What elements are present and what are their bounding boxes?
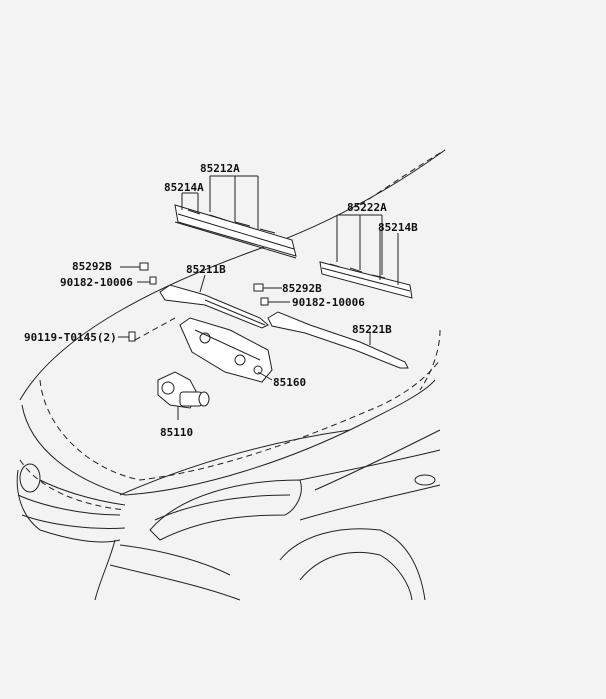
wiper-blade-85212a <box>174 204 297 259</box>
wiper-arm-85211b <box>159 284 269 329</box>
wiper-motor-85110 <box>157 371 210 409</box>
wiper-link-85160 <box>179 317 273 383</box>
label-85292b-right: 85292B <box>282 282 322 295</box>
label-85211b: 85211B <box>186 263 226 276</box>
label-85214b: 85214B <box>378 221 418 234</box>
leader-lines <box>118 175 399 420</box>
label-90119: 90119-T0145(2) <box>24 331 117 344</box>
label-85160: 85160 <box>273 376 306 389</box>
label-90182-left: 90182-10006 <box>60 276 133 289</box>
wiper-blade-85222a <box>319 261 413 299</box>
label-85214a: 85214A <box>164 181 204 194</box>
car-body-outline <box>16 149 446 601</box>
label-85292b-left: 85292B <box>72 260 112 273</box>
part-labels: 85212A 85214A 85222A 85214B 85292B 90182… <box>24 162 418 439</box>
label-85222a: 85222A <box>347 201 387 214</box>
label-85212a: 85212A <box>200 162 240 175</box>
label-85110: 85110 <box>160 426 193 439</box>
wiper-arm-85221b <box>267 311 409 369</box>
label-90182-right: 90182-10006 <box>292 296 365 309</box>
label-85221b: 85221B <box>352 323 392 336</box>
